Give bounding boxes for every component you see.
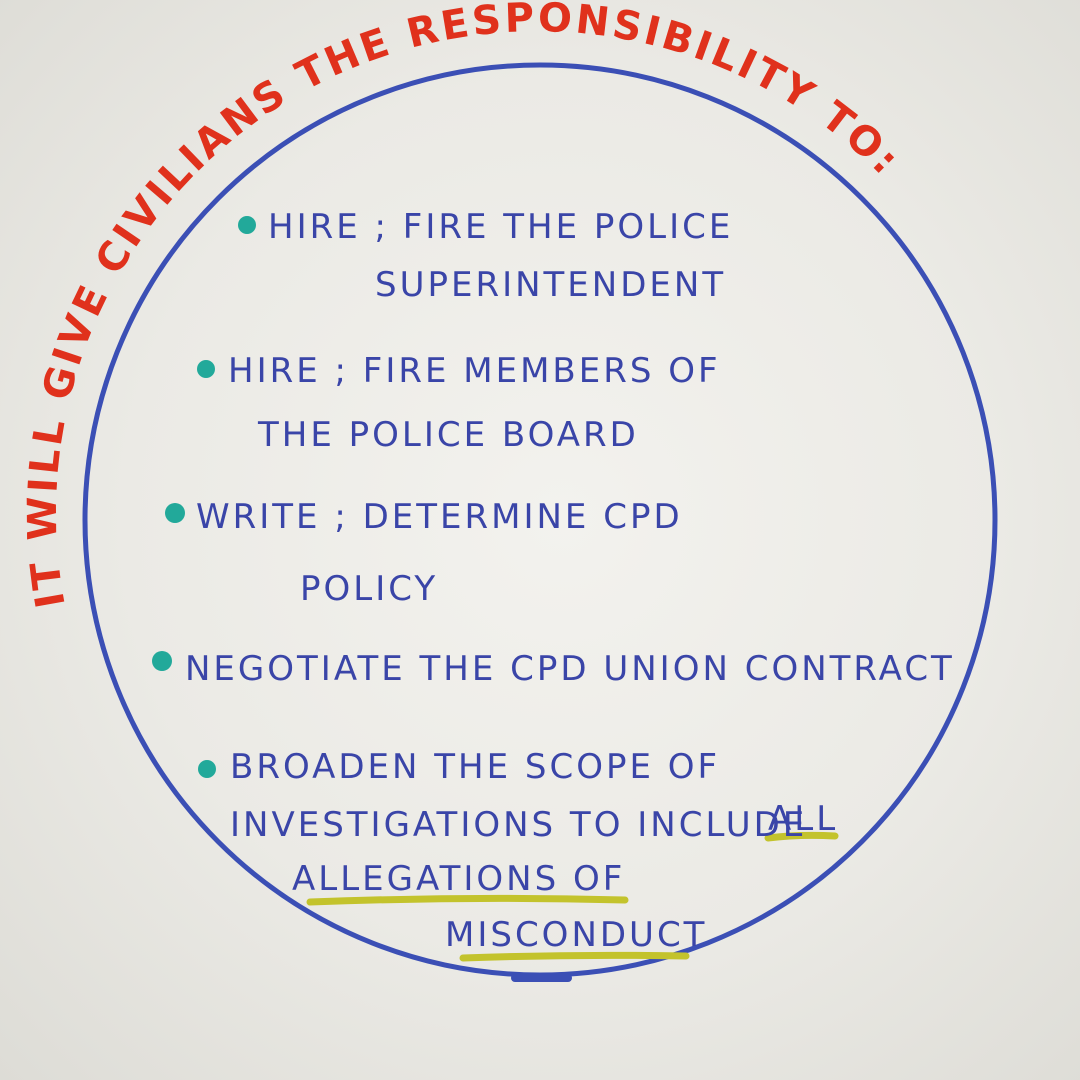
bullet-icon bbox=[152, 651, 172, 671]
highlight-underline bbox=[764, 831, 839, 842]
item-5-line-2: INVESTIGATIONS TO INCLUDE bbox=[230, 805, 807, 845]
item-5-line-1: BROADEN THE SCOPE OF bbox=[230, 747, 720, 787]
item-5-line-3: ALLEGATIONS OF bbox=[292, 859, 625, 899]
list-item: NEGOTIATE THE CPD UNION CONTRACT bbox=[152, 649, 955, 689]
highlight-underline bbox=[306, 894, 629, 906]
bullet-icon bbox=[198, 760, 216, 778]
bullet-icon bbox=[197, 360, 215, 378]
item-5-line-2-emphasis: ALL bbox=[768, 799, 838, 839]
bullet-icon bbox=[238, 216, 256, 234]
item-3-line-1: WRITE ; DETERMINE CPD bbox=[196, 497, 683, 537]
item-1-line-1: HIRE ; FIRE THE POLICE bbox=[268, 207, 733, 247]
item-5-line-4: MISCONDUCT bbox=[445, 915, 707, 955]
item-2-line-1: HIRE ; FIRE MEMBERS OF bbox=[228, 351, 721, 391]
list-item: WRITE ; DETERMINE CPD POLICY bbox=[165, 497, 683, 609]
highlight-underline bbox=[459, 951, 690, 962]
item-2-line-2: THE POLICE BOARD bbox=[257, 415, 639, 455]
item-4-line-1: NEGOTIATE THE CPD UNION CONTRACT bbox=[185, 649, 955, 689]
bullet-icon bbox=[165, 503, 185, 523]
list-item: HIRE ; FIRE MEMBERS OF THE POLICE BOARD bbox=[197, 351, 721, 455]
item-1-line-2: SUPERINTENDENT bbox=[375, 265, 726, 305]
item-3-line-2: POLICY bbox=[300, 569, 438, 609]
list-item: BROADEN THE SCOPE OF INVESTIGATIONS TO I… bbox=[198, 747, 839, 962]
list-item: HIRE ; FIRE THE POLICE SUPERINTENDENT bbox=[238, 207, 733, 305]
